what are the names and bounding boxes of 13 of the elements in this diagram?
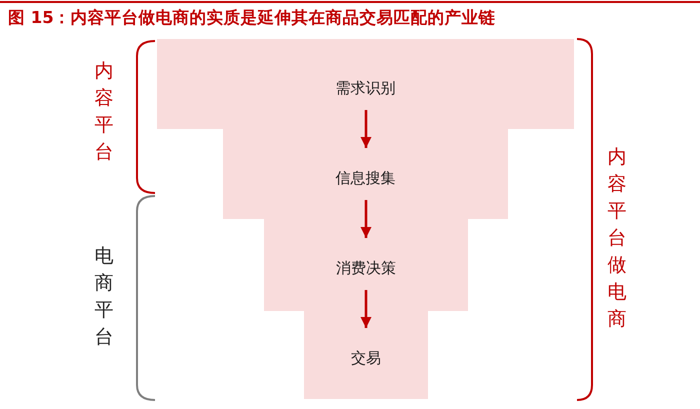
stage-label: 信息搜集 <box>336 169 396 187</box>
stage-label: 消费决策 <box>336 259 396 277</box>
funnel-level <box>304 311 428 399</box>
stage-label: 需求识别 <box>336 79 396 97</box>
arrow <box>360 110 372 148</box>
arrow <box>360 290 372 328</box>
funnel-level <box>157 39 574 129</box>
figure-title: 图 15：内容平台做电商的实质是延伸其在商品交易匹配的产业链 <box>8 8 496 28</box>
side-label: 电商平台 <box>94 244 114 350</box>
stage-label: 交易 <box>351 349 381 367</box>
side-label: 内容平台 <box>94 59 114 165</box>
side-label: 内容平台做电商 <box>608 145 626 332</box>
arrow <box>360 200 372 238</box>
